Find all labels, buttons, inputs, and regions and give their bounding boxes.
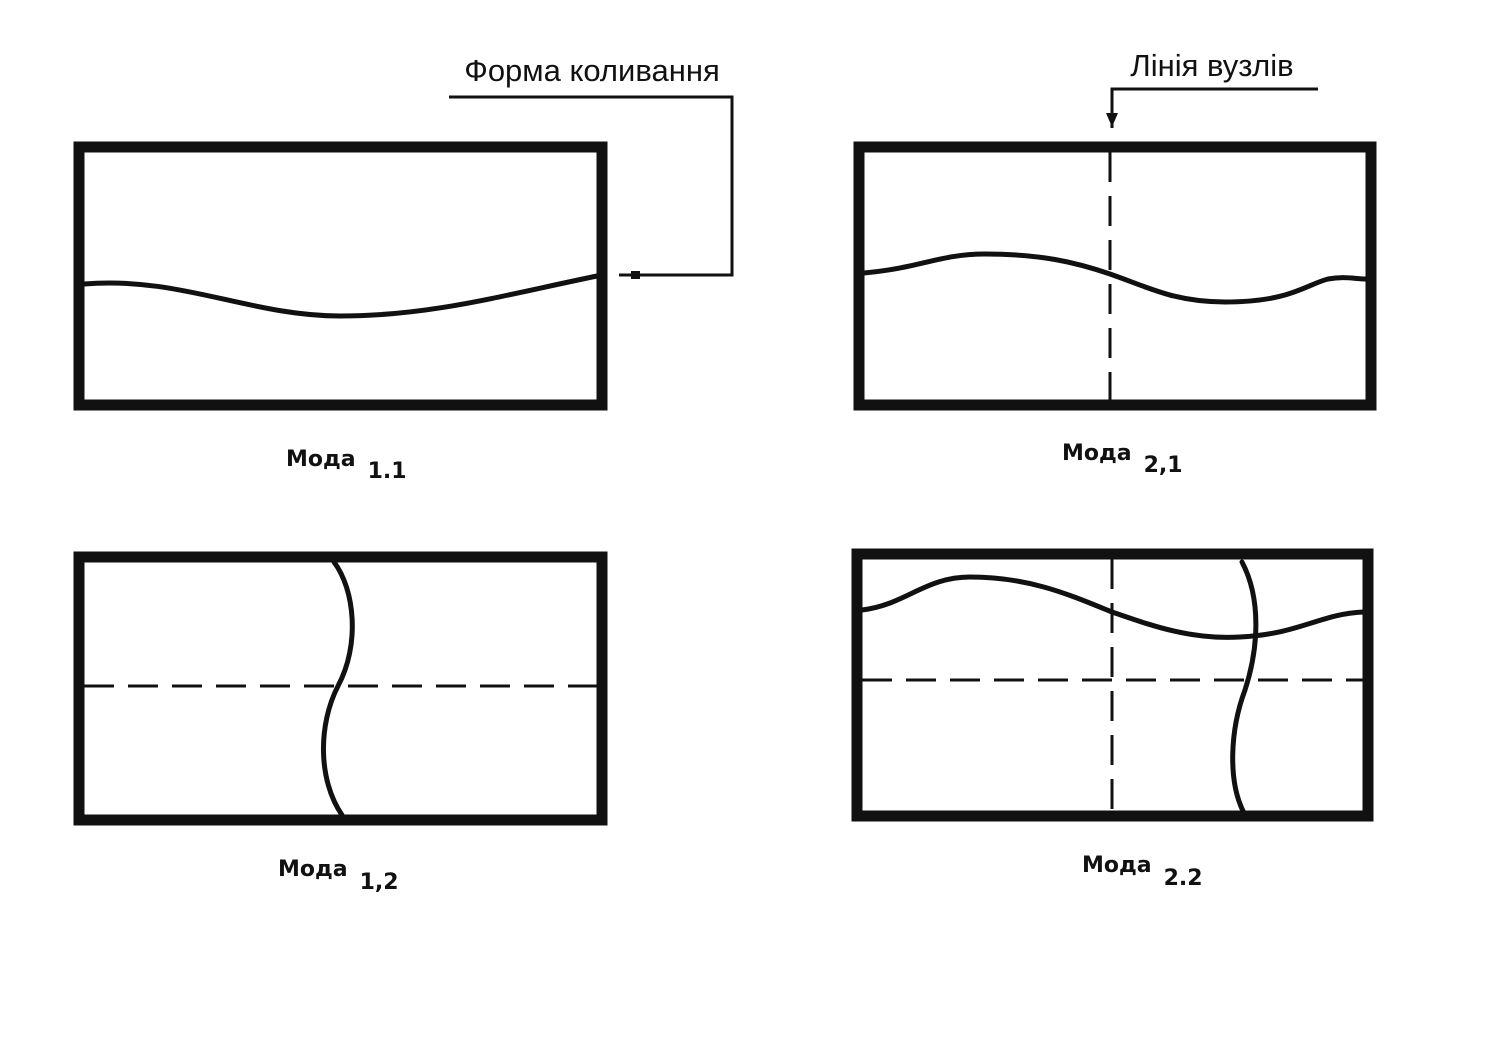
vibration-shape-callout: Форма коливання [449,53,734,279]
mode-1-2-vibration-shape [321,559,355,818]
mode-2-1-index: 2,1 [1144,453,1183,478]
mode-1-2-index: 1,2 [360,870,399,895]
mode-2-2-caption: Мода 2.2 [1082,853,1203,891]
mode-2-2-index: 2.2 [1164,866,1203,891]
svg-text:Мода 1.1: Мода 1.1 [286,447,407,484]
mode-2-1-caption: Мода 2,1 [1062,441,1183,478]
mode-1-2-caption: Мода 1,2 [278,857,399,895]
mode-2-1-name: Мода [1062,441,1132,466]
vibration-shape-leader [449,95,734,277]
node-line-arrowhead [1106,113,1118,127]
mode-1-1-name: Мода [286,447,356,472]
svg-text:Мода 1,2: Мода 1,2 [278,857,399,895]
mode-1-2-name: Мода [278,857,348,882]
svg-text:Мода 2.2: Мода 2.2 [1082,853,1203,891]
mode-1-2-frame [73,551,608,826]
mode-1-1-vibration-shape [81,273,600,319]
node-line-label: Лінія вузлів [1130,48,1293,83]
node-line-leader [1110,87,1318,128]
mode-2-2-vertical-vibration-shape [1230,559,1259,814]
mode-2-1-vibration-shape [861,251,1369,305]
mode-2-2-frame [851,548,1374,822]
mode-1-1-caption: Мода 1.1 [286,447,407,484]
mode-1-1-frame [73,141,608,411]
mode-1-2-panel [73,551,608,826]
mode-2-1-panel [853,141,1377,411]
vibration-shape-label: Форма коливання [464,53,719,88]
node-line-callout: Лінія вузлів [1106,48,1318,128]
mode-2-2-horizontal-vibration-shape [859,574,1366,640]
mode-1-1-panel [73,141,608,411]
mode-2-2-name: Мода [1082,853,1152,878]
svg-text:Мода 2,1: Мода 2,1 [1062,441,1183,478]
vibration-shape-leader-dot [631,271,640,279]
mode-2-2-panel [851,548,1374,822]
mode-1-1-index: 1.1 [368,459,407,484]
